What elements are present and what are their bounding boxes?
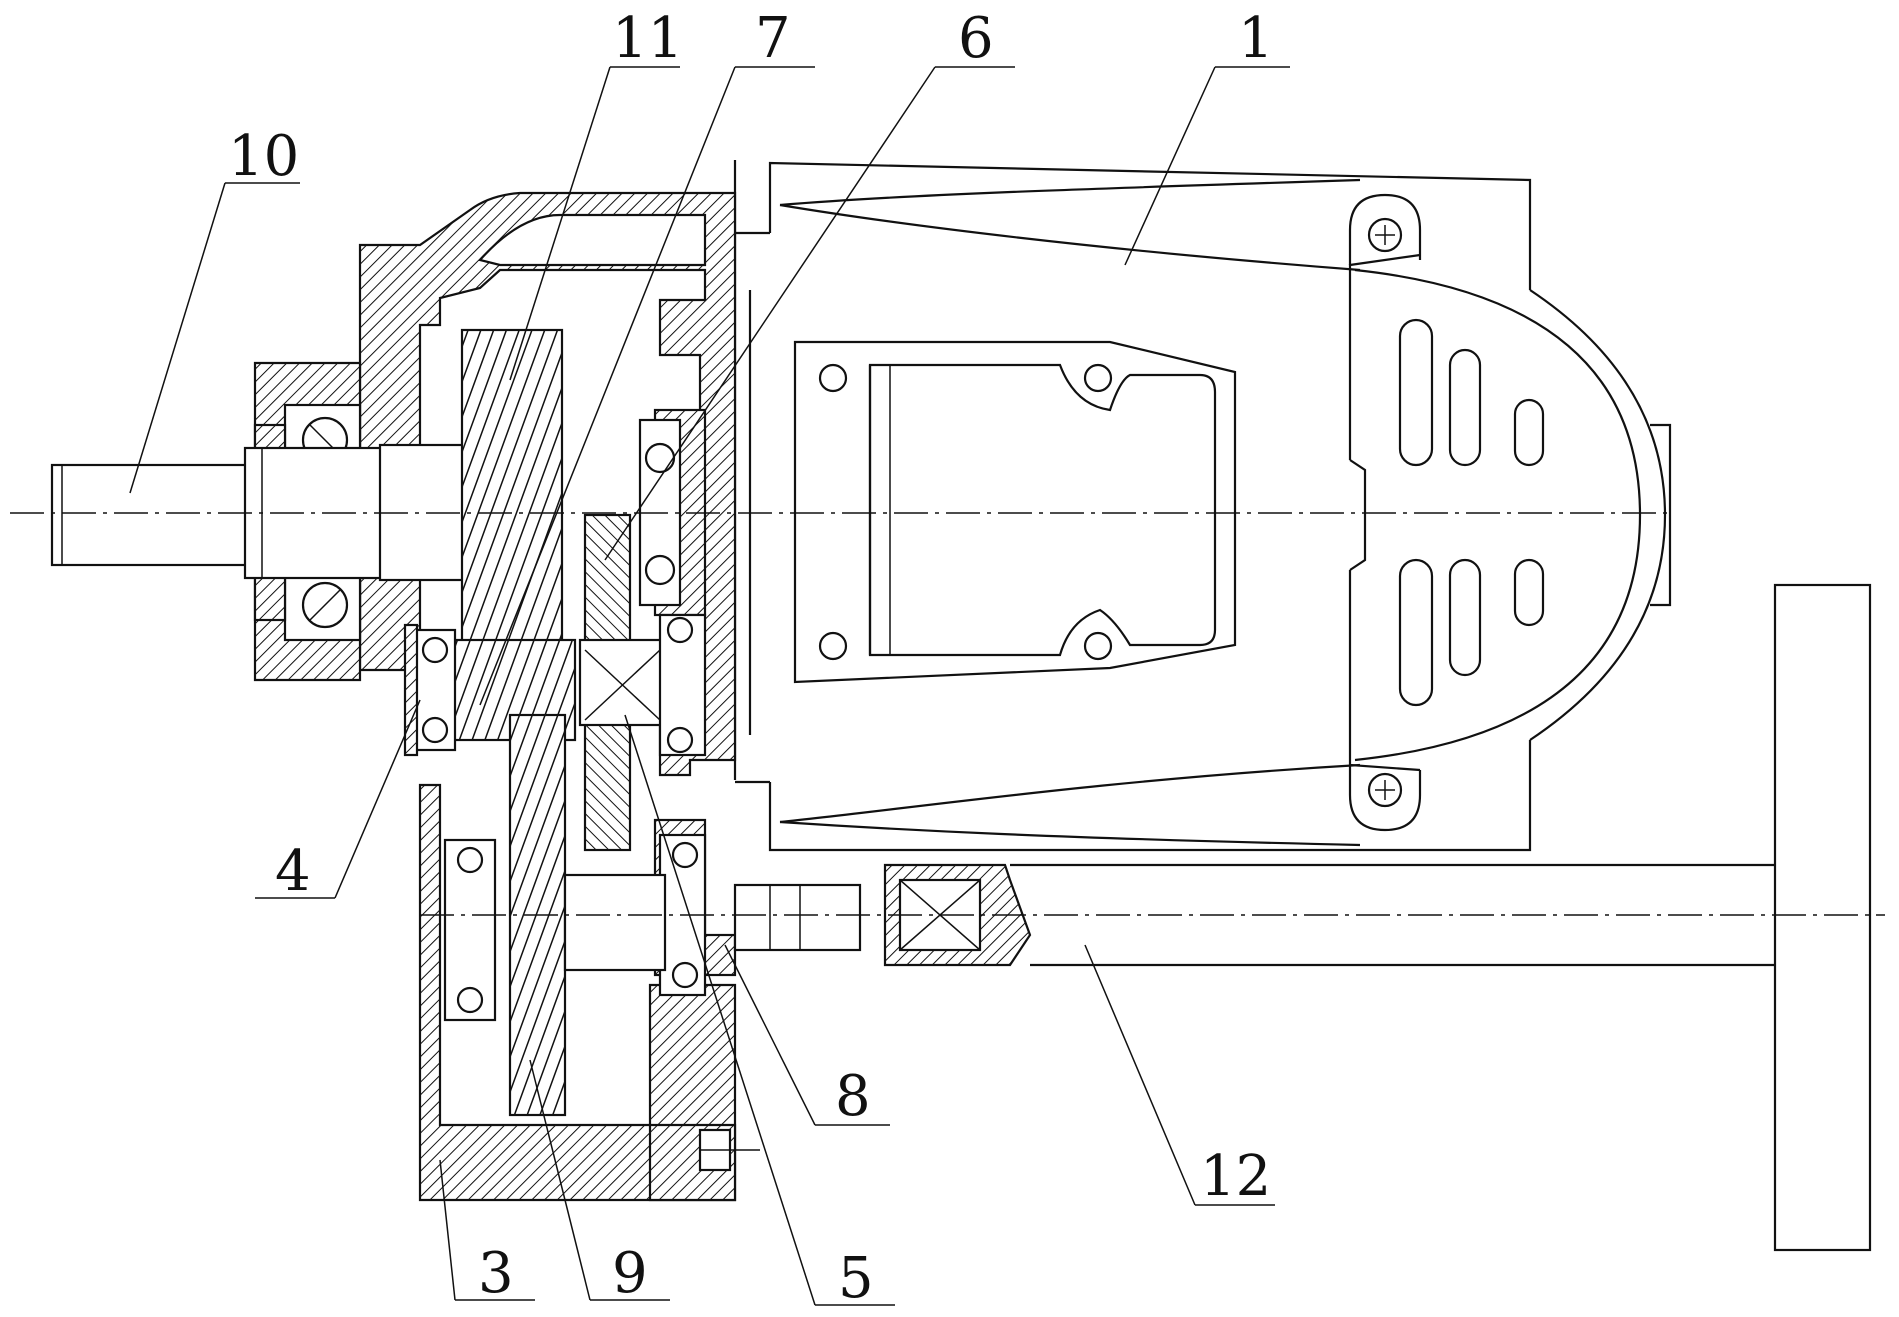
label-9: 9 xyxy=(612,1241,648,1306)
label-10: 10 xyxy=(228,124,299,189)
label-4: 4 xyxy=(275,839,311,904)
label-8: 8 xyxy=(835,1064,871,1129)
motor-body xyxy=(733,160,1672,852)
label-6: 6 xyxy=(958,6,994,71)
drain-screw xyxy=(698,1128,760,1172)
leader-lines xyxy=(129,66,1290,1306)
label-11: 11 xyxy=(612,6,683,71)
label-12: 12 xyxy=(1200,1144,1271,1209)
label-1: 1 xyxy=(1238,6,1274,71)
intermediate-gear-6 xyxy=(578,513,667,852)
center-lines xyxy=(10,512,1885,916)
handle-12 xyxy=(883,583,1872,1252)
label-7: 7 xyxy=(755,6,791,71)
label-3: 3 xyxy=(478,1241,514,1306)
label-5: 5 xyxy=(838,1246,874,1311)
input-shaft-8 xyxy=(563,873,862,972)
